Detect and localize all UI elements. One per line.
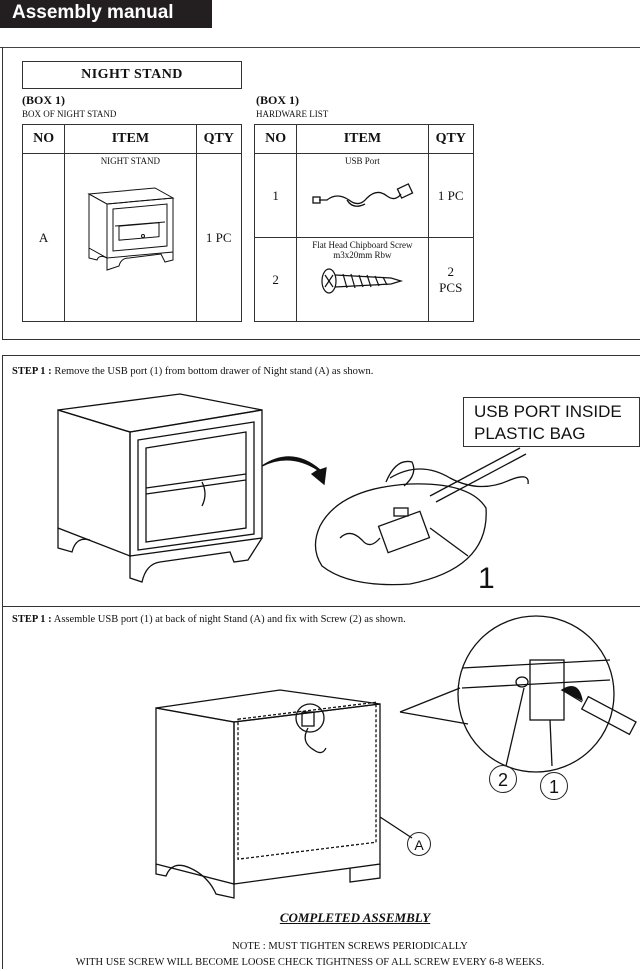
screw-icon [321,268,404,294]
header-bar [0,0,212,28]
step-2-text: Assemble USB port (1) at back of night S… [51,614,406,625]
box-right-sublabel: HARDWARE LIST [256,109,329,119]
table-row: A NIGHT STAND 1 PC [21,153,242,322]
row-item-label: USB Port [344,156,380,166]
col-header-item: ITEM [296,124,429,154]
row-no: 1 [253,153,298,238]
box-left-label: (BOX 1) [22,93,65,107]
col-header-qty: QTY [195,124,242,154]
note-line-2: WITH USE SCREW WILL BECOME LOOSE CHECK T… [75,957,545,968]
col-header-no: NO [253,124,298,154]
row-qty-unit: PCS [439,279,463,295]
usb-port-icon [312,183,414,207]
step-1-label: STEP 1 : [12,366,52,377]
box-left-sublabel: BOX OF NIGHT STAND [22,109,117,119]
page-title: Assembly manual [12,2,174,23]
row-qty: 1 PC [195,153,242,322]
row-item-spec: m3x20mm Rbw [333,250,392,260]
stand-marker: A [407,832,431,856]
row-item-label: Flat Head Chipboard Screw [312,240,413,250]
callout-line-1: USB PORT INSIDE [474,402,622,421]
step-2-section [2,607,640,969]
box-right-label: (BOX 1) [256,93,299,107]
product-title: NIGHT STAND [22,61,242,89]
step-1-instruction: STEP 1 : Remove the USB port (1) from bo… [12,366,373,377]
row-item: USB Port [296,153,429,238]
divider [0,47,640,48]
hardware-table: NO ITEM QTY 1 USB Port 1 PC 2 Flat Head … [253,124,474,322]
part-number-label: 1 [478,562,495,595]
usb-bag-callout: USB PORT INSIDE PLASTIC BAG [463,397,640,447]
callout-line-2: PLASTIC BAG [474,424,586,443]
row-qty-number: 2 [447,263,455,279]
step-2-instruction: STEP 1 : Assemble USB port (1) at back o… [12,614,406,625]
row-item: Flat Head Chipboard Screw m3x20mm Rbw [296,237,429,322]
row-no: 2 [253,237,298,322]
row-item-label: NIGHT STAND [100,156,161,166]
row-qty: 2 PCS [427,237,474,322]
col-header-item: ITEM [64,124,197,154]
table-row: 2 Flat Head Chipboard Screw m3x20mm Rbw … [253,237,474,322]
parts-section [2,47,640,340]
usb-marker: 1 [540,772,568,800]
step-1-section [2,355,640,607]
screw-marker: 2 [489,765,517,793]
table-row: 1 USB Port 1 PC [253,153,474,238]
row-item: NIGHT STAND [64,153,197,322]
step-2-illustration [155,615,637,899]
note-line-1: NOTE : MUST TIGHTEN SCREWS PERIODICALLY [232,941,468,952]
col-header-qty: QTY [427,124,474,154]
step-1-illustration [57,393,529,586]
nightstand-illustration [87,187,176,271]
step-1-text: Remove the USB port (1) from bottom draw… [51,366,374,377]
box-left-table: NO ITEM QTY A NIGHT STAND 1 PC [21,124,242,322]
step-2-label: STEP 1 : [12,614,52,625]
row-qty: 1 PC [427,153,474,238]
row-no: A [21,153,66,322]
col-header-no: NO [21,124,66,154]
completed-assembly-caption: COMPLETED ASSEMBLY [279,910,431,925]
